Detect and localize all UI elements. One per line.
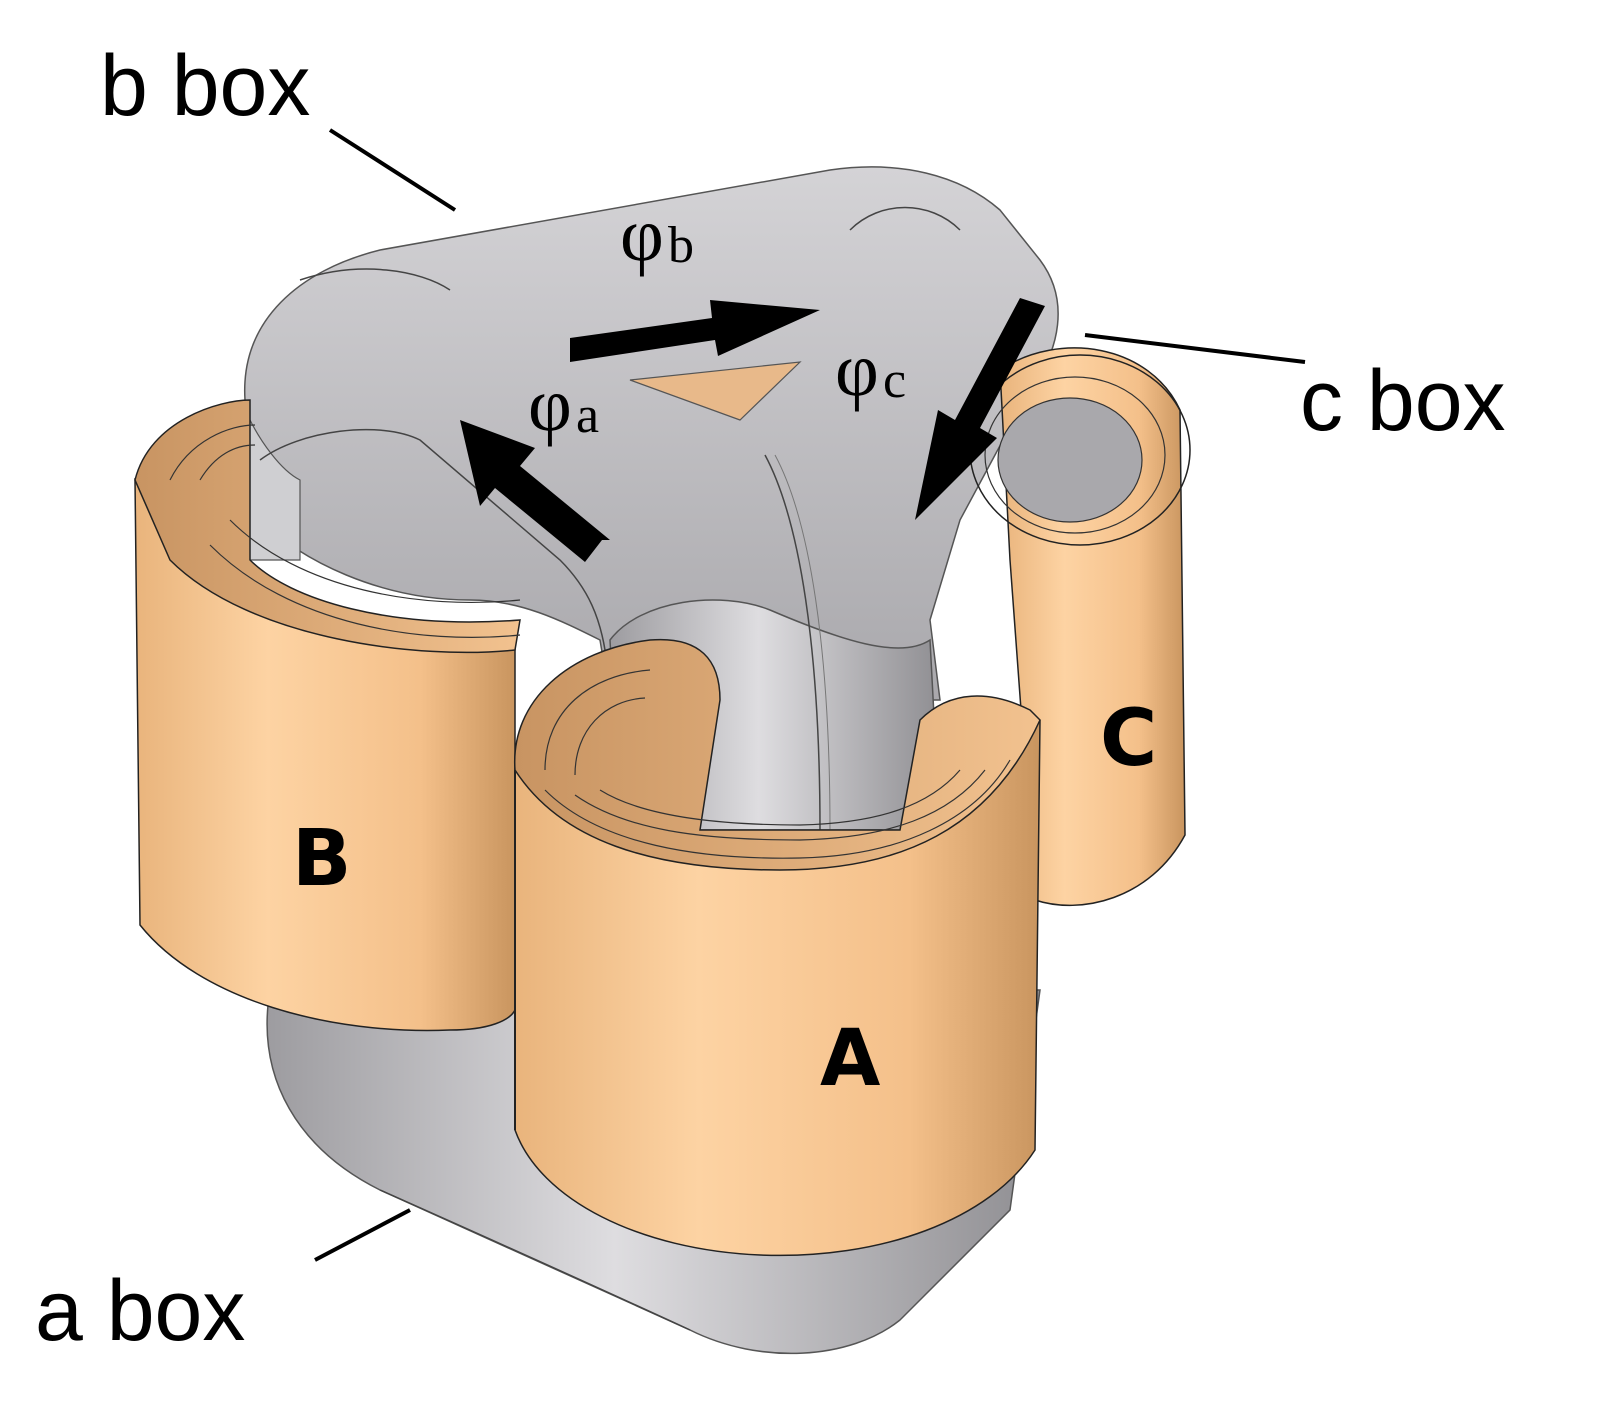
- core-seam-3: [259, 428, 606, 651]
- coil-b-ring-3: [229, 519, 521, 604]
- core-limb-b: [244, 419, 301, 561]
- callout-lines: [314, 128, 1306, 1262]
- core-seam-4: [849, 206, 961, 231]
- callout-line-c: [1084, 333, 1306, 364]
- coil-a-ring-4: [574, 769, 986, 841]
- flux-subscript-c: c: [883, 352, 906, 409]
- flux-arrow-c: [915, 298, 1045, 520]
- callout-line-b: [328, 128, 457, 212]
- flux-symbol-a: φ: [528, 363, 572, 447]
- core-top-yoke: [244, 166, 1059, 701]
- coil-a-ring-3: [544, 759, 1011, 859]
- coil-c: [969, 347, 1191, 907]
- flux-label-b: φ b: [620, 193, 694, 277]
- coil-c-rim-inner: [984, 376, 1166, 534]
- core-seam-2: [774, 454, 831, 831]
- callout-b-box: b box: [100, 38, 310, 134]
- coil-b-ring-1: [169, 424, 256, 481]
- core-seam-5: [299, 268, 451, 291]
- flux-subscript-a: a: [576, 387, 599, 444]
- flux-label-c: φ c: [835, 328, 906, 412]
- coil-a-ring-2: [574, 697, 646, 776]
- coil-label-b: B: [292, 814, 351, 904]
- core-inner-opening: [629, 361, 802, 421]
- coil-a-ring-5: [599, 769, 961, 826]
- flux-symbol-c: φ: [835, 328, 879, 412]
- coil-c-rim-inner-2: [997, 397, 1143, 523]
- flux-label-a: φ a: [528, 363, 599, 447]
- coil-b-top: [134, 399, 521, 654]
- core-bottom-edge: [379, 1189, 691, 1331]
- callout-a-box: a box: [35, 1263, 245, 1359]
- flux-symbol-b: φ: [620, 193, 664, 277]
- coil-a: [514, 638, 1041, 1257]
- flux-arrow-b: [570, 300, 820, 362]
- coil-b: [134, 399, 521, 1032]
- core-seam-1: [764, 454, 821, 831]
- coil-label-a: A: [820, 1014, 880, 1104]
- coil-b-ring-4: [209, 544, 521, 638]
- coil-label-c: C: [1100, 694, 1157, 784]
- callout-c-box: c box: [1300, 353, 1506, 449]
- callout-line-a: [314, 1208, 411, 1262]
- flux-subscript-b: b: [668, 217, 694, 274]
- coil-b-ring-2: [199, 444, 256, 481]
- flux-arrows: [460, 298, 1045, 562]
- coil-a-ring-1: [544, 669, 651, 771]
- coil-a-top: [514, 638, 1041, 871]
- flux-arrow-a: [460, 420, 610, 562]
